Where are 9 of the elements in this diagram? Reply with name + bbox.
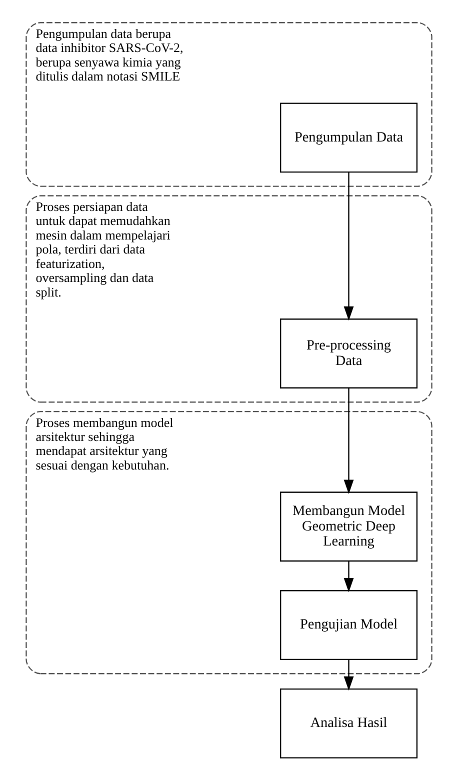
arrow <box>343 388 354 494</box>
arrow <box>343 561 354 592</box>
arrow <box>343 172 354 321</box>
arrow <box>343 660 354 691</box>
node-box: Pengumpulan Data <box>279 102 418 173</box>
node-box: Pre-processing Data <box>279 318 418 388</box>
node-box: Pengujian Model <box>279 590 418 660</box>
node-box: Membangun Model Geometric Deep Learning <box>279 492 418 562</box>
node-box: Analisa Hasil <box>279 688 418 758</box>
